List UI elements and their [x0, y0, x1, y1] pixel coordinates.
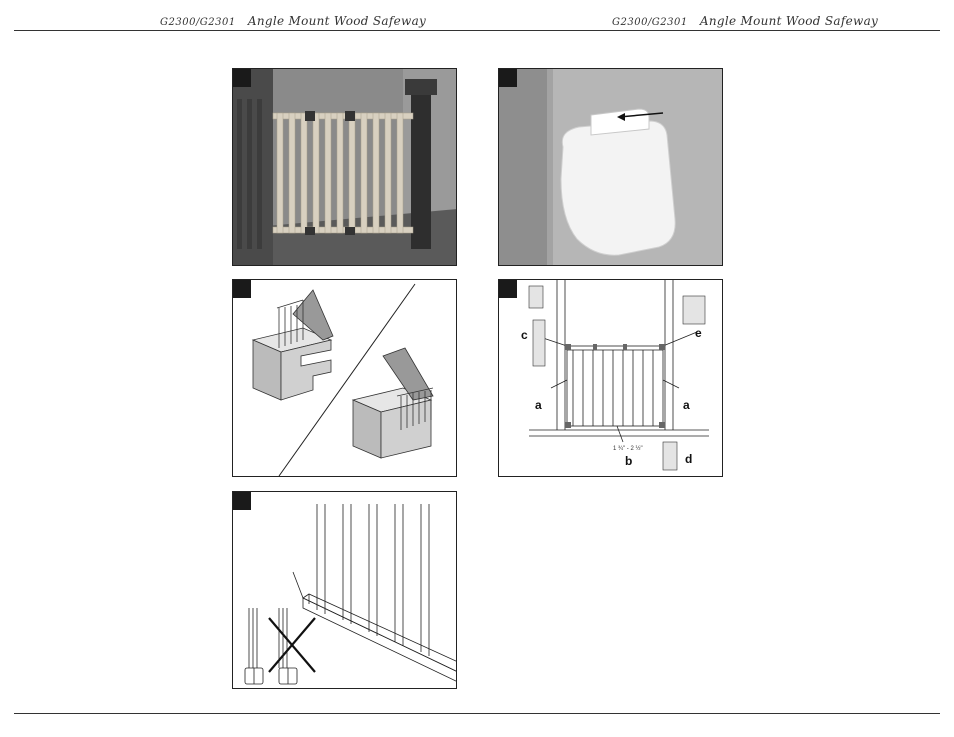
figure-3-stairs-placement — [232, 279, 457, 477]
slat-alignment-illustration — [233, 492, 457, 689]
gate-photo-illustration — [233, 69, 457, 266]
label-a-right: a — [683, 398, 690, 412]
label-d: d — [685, 452, 692, 466]
measurement-label: 1 ¾" - 2 ½" — [613, 446, 643, 452]
header-left: G2300/G2301 Angle Mount Wood Safeway — [160, 14, 426, 28]
header-model-left: G2300/G2301 — [160, 17, 236, 28]
header-rule — [14, 30, 940, 31]
figure-4-number-badge — [499, 280, 517, 298]
header-title-left: Angle Mount Wood Safeway — [248, 14, 426, 28]
figure-3-number-badge — [233, 280, 251, 298]
header-right: G2300/G2301 Angle Mount Wood Safeway — [612, 14, 878, 28]
header-model-right: G2300/G2301 — [612, 17, 688, 28]
header-title-right: Angle Mount Wood Safeway — [700, 14, 878, 28]
figure-1-gate-photo — [232, 68, 457, 266]
label-c: c — [521, 328, 528, 342]
figure-4-gate-parts-diagram: c e a a 1 ¾" - 2 ½" b d — [498, 279, 723, 477]
latch-illustration — [499, 69, 723, 266]
gate-parts-illustration — [499, 280, 723, 477]
label-e: e — [695, 326, 702, 340]
figure-1-number-badge — [233, 69, 251, 87]
figure-2-number-badge — [499, 69, 517, 87]
figure-2-latch-closeup — [498, 68, 723, 266]
label-b: b — [625, 454, 632, 468]
stairs-diagram — [233, 280, 457, 477]
footer-rule — [14, 713, 940, 714]
figure-5-slat-alignment — [232, 491, 457, 689]
label-a-left: a — [535, 398, 542, 412]
figure-5-number-badge — [233, 492, 251, 510]
